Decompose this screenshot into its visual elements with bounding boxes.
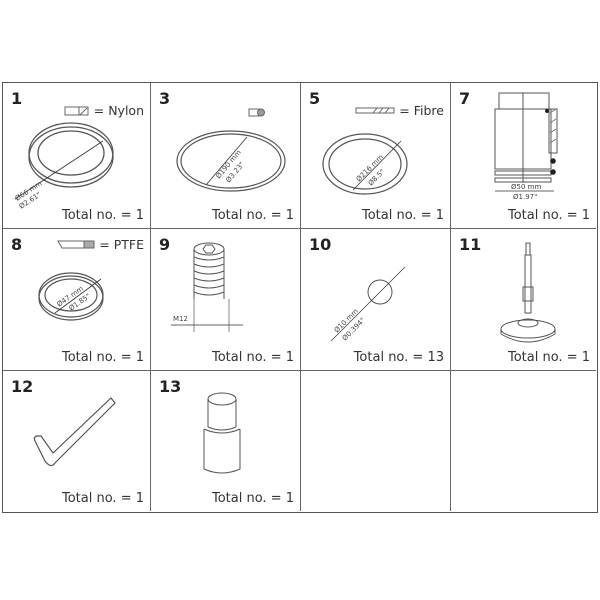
dimension-mm: Ø50 mm (511, 183, 541, 191)
empty-cell (451, 371, 596, 511)
part-number: 10 (309, 235, 332, 254)
hex-key-drawing (33, 397, 116, 467)
ball-drawing: Ø10 mm Ø0.394" (330, 266, 406, 342)
total-count: Total no. = 13 (353, 350, 444, 365)
total-count: Total no. = 1 (507, 350, 590, 365)
part-number: 3 (159, 89, 171, 108)
part-10-cell: 10 Ø10 mm Ø0.394" Total no. = 13 (301, 229, 451, 371)
part-number: 12 (11, 377, 34, 396)
material-legend: = Nylon (64, 103, 144, 118)
material-legend: = Fibre (355, 103, 444, 118)
part-11-cell: 11 Total no. = 1 (451, 229, 596, 371)
total-count: Total no. = 1 (211, 491, 294, 506)
total-count: Total no. = 1 (61, 208, 144, 223)
dimension-inch: Ø1.97" (513, 193, 537, 201)
total-count: Total no. = 1 (61, 350, 144, 365)
part-13-cell: 13 Total no. = 1 (151, 371, 301, 511)
material-legend: = PTFE (57, 237, 144, 252)
material-label: = Fibre (399, 103, 444, 118)
part-8-cell: 8 = PTFE Ø47 mm Ø1.85" Total no. = 1 (3, 229, 151, 371)
valve-cone-drawing (500, 242, 556, 343)
dimension-mm: M12 (173, 315, 188, 323)
part-number: 11 (459, 235, 482, 254)
total-count: Total no. = 1 (507, 208, 590, 223)
part-7-cell: 7 Ø50 mm Ø1.97" Total no. = 1 (451, 83, 596, 229)
total-count: Total no. = 1 (361, 208, 444, 223)
insert-section-drawing: Ø50 mm Ø1.97" (494, 92, 558, 201)
material-label: = Nylon (93, 103, 144, 118)
fibre-gasket-drawing: Ø216 mm Ø8.5" (322, 133, 408, 195)
part-3-cell: 3 Ø190 mm Ø3.23" Total no. = 1 (151, 83, 301, 229)
nylon-symbol-icon (64, 106, 89, 115)
fibre-symbol-icon (355, 107, 395, 113)
part-number: 1 (11, 89, 23, 108)
part-number: 8 (11, 235, 23, 254)
parts-grid: 1 = Nylon Ø66 mm Ø2.61" Total no. = 1 3 … (2, 82, 598, 513)
part-1-cell: 1 = Nylon Ø66 mm Ø2.61" Total no. = 1 (3, 83, 151, 229)
total-count: Total no. = 1 (211, 208, 294, 223)
o-ring-drawing: Ø190 mm Ø3.23" (176, 108, 286, 192)
part-number: 13 (159, 377, 182, 396)
socket-tool-drawing (203, 392, 241, 474)
set-screw-drawing: M12 (171, 242, 243, 332)
nylon-ring-drawing: Ø66 mm Ø2.61" (14, 122, 114, 211)
o-ring-symbol-icon (248, 108, 265, 117)
ptfe-ring-drawing: Ø47 mm Ø1.85" (38, 272, 104, 321)
part-number: 5 (309, 89, 321, 108)
part-number: 7 (459, 89, 471, 108)
material-label: = PTFE (99, 237, 144, 252)
total-count: Total no. = 1 (61, 491, 144, 506)
part-12-cell: 12 Total no. = 1 (3, 371, 151, 511)
ptfe-symbol-icon (57, 240, 95, 249)
empty-cell (301, 371, 451, 511)
part-number: 9 (159, 235, 171, 254)
total-count: Total no. = 1 (211, 350, 294, 365)
part-5-cell: 5 = Fibre Ø216 mm Ø8.5" Total no. = 1 (301, 83, 451, 229)
part-9-cell: 9 M12 Total no. = 1 (151, 229, 301, 371)
